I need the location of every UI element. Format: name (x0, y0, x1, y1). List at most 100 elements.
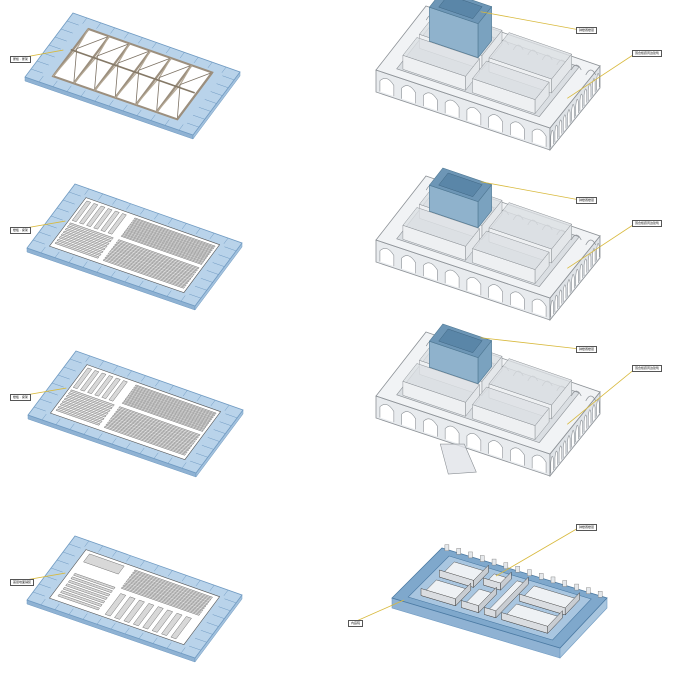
joist (129, 223, 212, 254)
slab-tile-joint (30, 68, 43, 74)
truss-web (138, 57, 172, 71)
column-stub (527, 569, 532, 576)
joist (115, 410, 198, 441)
joist (93, 208, 113, 230)
joist (100, 210, 120, 232)
slab-tile-joint (152, 637, 158, 644)
callout-label: 围合檐廊周边建筑 (632, 365, 663, 372)
slab-tile-joint (82, 261, 88, 268)
joist (142, 606, 164, 630)
slab-tile-joint (50, 215, 63, 221)
slab-tile-joint (210, 91, 223, 96)
arch-opening (562, 114, 567, 132)
roof-truss-panel (24, 12, 241, 140)
joist (114, 243, 197, 274)
slab-tile-joint (221, 66, 227, 73)
arch-opening (583, 88, 588, 106)
callout-label: 钟楼阁楼层 (576, 27, 598, 34)
callout-label: 围合檐廊周边建筑 (632, 50, 663, 57)
slab-tile-joint (56, 207, 69, 213)
joist (112, 245, 195, 276)
room-wall (547, 610, 563, 634)
leader-line (567, 367, 637, 425)
slab-tile-joint (124, 275, 130, 282)
arch-opening (575, 424, 579, 443)
joist (105, 423, 188, 454)
truss-rafter (72, 35, 110, 85)
slab-tile-joint (63, 366, 76, 372)
joist (118, 406, 201, 437)
callout-label: 内庭院 (348, 620, 364, 627)
tower-opening (438, 328, 483, 353)
arch-opening (401, 411, 416, 430)
joist (65, 583, 108, 600)
room-wall (564, 592, 580, 616)
arch-opening (587, 409, 592, 427)
arch-opening (379, 404, 395, 423)
truss-web (76, 35, 110, 49)
truss-rafter (93, 42, 131, 92)
room-wall (478, 586, 497, 614)
column-stub (562, 580, 567, 587)
joist (56, 238, 102, 256)
slab-tile-joint (190, 460, 202, 466)
slab-tile-joint (216, 83, 229, 88)
joist (128, 576, 209, 606)
arch-opening (592, 248, 596, 266)
joist (69, 389, 115, 407)
joist (116, 408, 199, 439)
leader-line (495, 526, 581, 577)
joist (126, 227, 209, 258)
slab-tile-joint (122, 104, 128, 111)
joist (117, 239, 200, 270)
column-stub (550, 576, 556, 584)
slab-tile-joint (206, 270, 219, 275)
slab-tile-joint (181, 575, 187, 582)
joist (125, 229, 207, 259)
slab-tile-joint (97, 433, 103, 440)
joist (106, 254, 189, 285)
column-stub (503, 562, 509, 569)
building-upper-panel (375, 167, 601, 322)
slab-tile-joint (112, 550, 117, 557)
slab-tile-joint (80, 90, 86, 97)
slab-tile-joint (98, 545, 104, 552)
slab-tile-joint (68, 543, 81, 549)
room-top (472, 386, 550, 426)
arch-opening (488, 440, 503, 459)
room-top (402, 37, 480, 77)
arch-opening (531, 454, 547, 473)
arch-opening (583, 258, 588, 276)
slab-tile-joint (167, 457, 173, 464)
slab-tile-joint (83, 428, 89, 435)
slab-tile-joint (99, 360, 105, 367)
joist (66, 225, 112, 243)
joist (133, 386, 216, 417)
slab-tile-joint (181, 462, 187, 469)
arch-opening (558, 289, 563, 307)
joist (108, 419, 191, 450)
slab-tile-joint (150, 114, 156, 121)
slab-tile-joint (138, 280, 144, 287)
callout-label: 楼板 · 梁架 (10, 394, 31, 401)
slab-tile-joint (198, 107, 211, 112)
arch-opening (444, 425, 460, 444)
joist (128, 225, 210, 256)
slab-tile-joint (108, 100, 114, 107)
joist (161, 612, 183, 636)
arch-opening (567, 279, 571, 297)
slab-tile-joint (180, 295, 186, 302)
arch-opening (531, 298, 547, 317)
arch-opening (379, 78, 395, 97)
slab-tile-joint (96, 266, 102, 273)
arch-opening (550, 129, 554, 148)
joist (94, 375, 114, 397)
joist (102, 258, 185, 289)
slab-tile-joint (68, 608, 74, 615)
slab-tile-joint (138, 37, 143, 44)
column-stub (444, 544, 450, 551)
building-lower-panel (375, 323, 601, 478)
slab-tile-joint (182, 390, 188, 397)
slab-tile-joint (68, 256, 74, 263)
arch-back (585, 239, 597, 246)
